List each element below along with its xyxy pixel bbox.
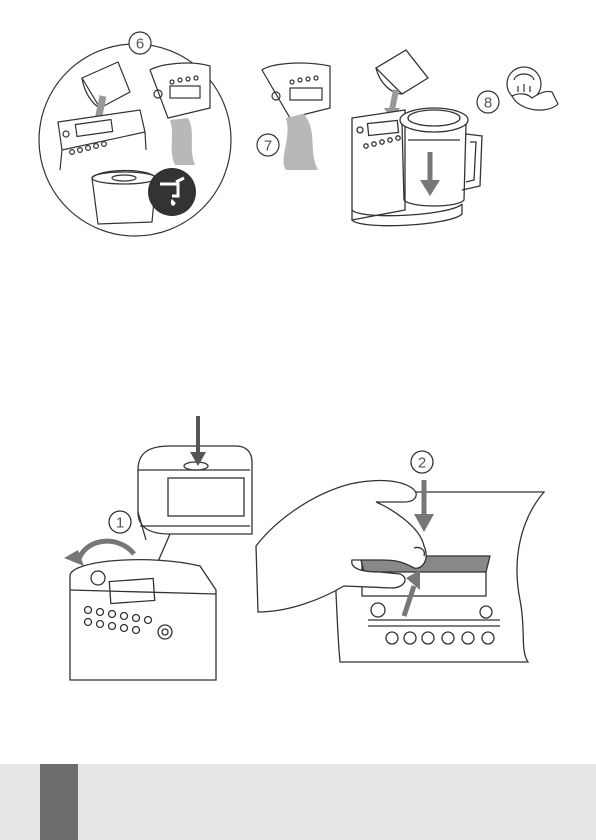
- step-7-badge: 7: [257, 134, 279, 156]
- step-1-badge: 1: [109, 511, 131, 533]
- step-7-illustration: 7: [257, 63, 330, 170]
- footer-bar: [0, 764, 596, 840]
- machine-with-jug-illustration: [352, 50, 482, 226]
- step-6-badge: 6: [129, 32, 151, 54]
- footer-tab: [40, 764, 78, 840]
- step-7-number: 7: [264, 138, 272, 155]
- finger-press-icon: [507, 67, 558, 110]
- step-1-illustration: 1: [64, 416, 252, 680]
- step-6-illustration: 6: [39, 32, 231, 236]
- step-6-number: 6: [136, 36, 144, 53]
- step-8-badge: 8: [477, 91, 499, 113]
- step-2-badge: 2: [411, 451, 433, 473]
- step-2-illustration: 2: [256, 451, 544, 662]
- step-2-number: 2: [418, 455, 426, 472]
- step-1-number: 1: [116, 515, 124, 532]
- step-8-number: 8: [484, 95, 492, 112]
- tap-drop-icon: [148, 168, 196, 216]
- instruction-illustrations: 6 7: [0, 0, 596, 764]
- step-8-illustration: 8: [477, 67, 558, 113]
